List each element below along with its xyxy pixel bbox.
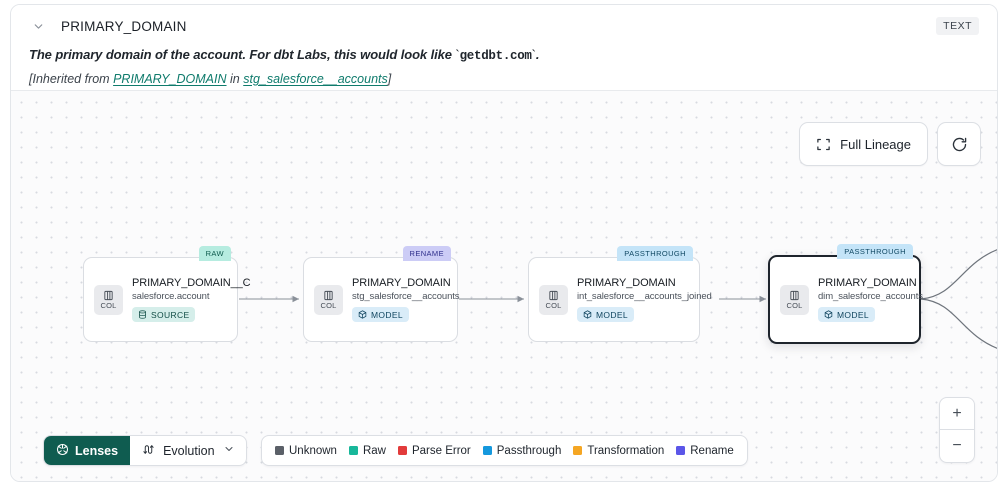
legend-swatch <box>397 446 407 455</box>
inherited-from: [Inherited from PRIMARY_DOMAIN in stg_sa… <box>29 72 979 86</box>
inherit-mid: in <box>226 72 244 86</box>
legend-item-passthrough[interactable]: Passthrough <box>482 444 562 457</box>
col-badge: COL <box>539 284 568 315</box>
backtick-close: ` <box>531 47 536 62</box>
lineage-node[interactable]: RAW COL PRIMARY_DOMAIN__C salesforce.acc… <box>83 246 251 342</box>
page-title: PRIMARY_DOMAIN <box>61 18 187 34</box>
legend-label: Unknown <box>289 444 337 457</box>
node-table-path: dim_salesforce_accounts <box>818 291 923 302</box>
evolution-label: Evolution <box>163 443 215 458</box>
node-table-path: stg_salesforce__accounts <box>352 291 460 302</box>
node-tag: RENAME <box>402 246 451 261</box>
legend-swatch <box>275 446 284 455</box>
evolution-dropdown[interactable]: Evolution <box>130 436 245 465</box>
cube-icon <box>824 310 833 319</box>
legend-item-parse-error[interactable]: Parse Error <box>397 444 471 457</box>
zoom-in-button[interactable]: + <box>940 398 974 430</box>
legend-swatch <box>573 446 583 455</box>
node-table-path: salesforce.account <box>132 291 210 302</box>
legend-label: Raw <box>362 444 386 457</box>
node-kind-label: MODEL <box>596 309 628 320</box>
refresh-icon <box>951 136 968 153</box>
col-badge-label: COL <box>100 300 117 310</box>
lenses-button[interactable]: Lenses <box>44 436 131 465</box>
legend-label: Transformation <box>587 444 665 457</box>
col-badge-label: COL <box>545 300 562 310</box>
node-table-path: int_salesforce__accounts_joined <box>577 291 712 302</box>
legend-swatch <box>348 446 358 455</box>
backtick-open: ` <box>455 47 460 62</box>
cube-icon <box>358 310 367 319</box>
node-kind-label: SOURCE <box>151 309 190 320</box>
node-tag: PASSTHROUGH <box>617 246 693 261</box>
expand-icon <box>816 137 831 152</box>
node-kind-label: MODEL <box>371 309 403 320</box>
edge-branch-up <box>920 249 997 300</box>
legend-label: Parse Error <box>411 444 471 457</box>
inherit-open: [Inherited from <box>29 72 114 86</box>
zoom-out-button[interactable]: − <box>952 437 962 454</box>
col-badge-label: COL <box>786 300 803 310</box>
lineage-node[interactable]: RENAME COL PRIMARY_DOMAIN stg_salesforce… <box>303 246 460 342</box>
lineage-edges <box>239 249 997 349</box>
col-badge-label: COL <box>320 300 337 310</box>
full-lineage-label: Full Lineage <box>840 136 911 152</box>
node-tag: RAW <box>198 246 231 261</box>
legend-item-unknown[interactable]: Unknown <box>275 445 337 457</box>
node-column-name: PRIMARY_DOMAIN__C <box>132 277 251 289</box>
card-header: PRIMARY_DOMAIN TEXT The primary domain o… <box>11 5 997 89</box>
refresh-button[interactable] <box>937 122 981 166</box>
legend-label: Rename <box>690 444 734 457</box>
inherited-model-link[interactable]: stg_salesforce__accounts <box>243 72 388 86</box>
legend-item-rename[interactable]: Rename <box>676 444 734 457</box>
description-text: The primary domain of the account. For d… <box>29 47 456 62</box>
node-column-name: PRIMARY_DOMAIN <box>352 277 451 289</box>
node-kind-badge: SOURCE <box>132 307 196 322</box>
col-badge: COL <box>780 284 809 315</box>
inherited-column-link[interactable]: PRIMARY_DOMAIN <box>113 72 227 86</box>
detail-card: PRIMARY_DOMAIN TEXT The primary domain o… <box>10 4 998 482</box>
edge-branch-down <box>920 298 997 349</box>
canvas-controls: Full Lineage <box>799 122 981 166</box>
node-kind-badge: MODEL <box>818 307 875 322</box>
description-code: getdbt.com <box>459 49 532 63</box>
legend-swatch <box>676 446 686 455</box>
type-badge: TEXT <box>936 17 979 35</box>
col-badge: COL <box>94 284 123 315</box>
node-column-name: PRIMARY_DOMAIN <box>818 277 917 289</box>
legend-item-raw[interactable]: Raw <box>348 444 386 457</box>
legend: Unknown Raw Parse Error Passthrough Tran… <box>261 435 748 466</box>
legend-label: Passthrough <box>496 444 562 457</box>
lenses-label: Lenses <box>75 443 119 458</box>
chevron-down-icon <box>223 443 235 458</box>
node-column-name: PRIMARY_DOMAIN <box>577 277 676 289</box>
lineage-node[interactable]: PASSTHROUGH COL PRIMARY_DOMAIN int_sales… <box>528 246 712 342</box>
transform-icon <box>142 443 155 459</box>
database-icon <box>139 310 146 319</box>
lineage-canvas[interactable]: RAW COL PRIMARY_DOMAIN__C salesforce.acc… <box>11 90 997 481</box>
col-badge: COL <box>314 284 343 315</box>
lens-toolbar: Lenses Evolution <box>43 435 247 466</box>
full-lineage-button[interactable]: Full Lineage <box>799 122 928 166</box>
zoom-controls: + − <box>939 397 975 463</box>
node-kind-label: MODEL <box>837 309 869 320</box>
legend-item-transformation[interactable]: Transformation <box>573 445 664 457</box>
inherit-close: ] <box>387 72 392 86</box>
description-suffix: . <box>535 47 540 62</box>
column-description: The primary domain of the account. For d… <box>29 47 979 63</box>
node-tag: PASSTHROUGH <box>837 244 913 259</box>
chevron-down-icon[interactable] <box>29 17 47 35</box>
node-kind-badge: MODEL <box>352 307 409 322</box>
aperture-icon <box>56 443 69 459</box>
lineage-node-selected[interactable]: PASSTHROUGH COL PRIMARY_DOMAIN dim_sales… <box>768 244 923 344</box>
node-kind-badge: MODEL <box>577 307 634 322</box>
legend-swatch <box>482 446 492 455</box>
cube-icon <box>583 310 592 319</box>
